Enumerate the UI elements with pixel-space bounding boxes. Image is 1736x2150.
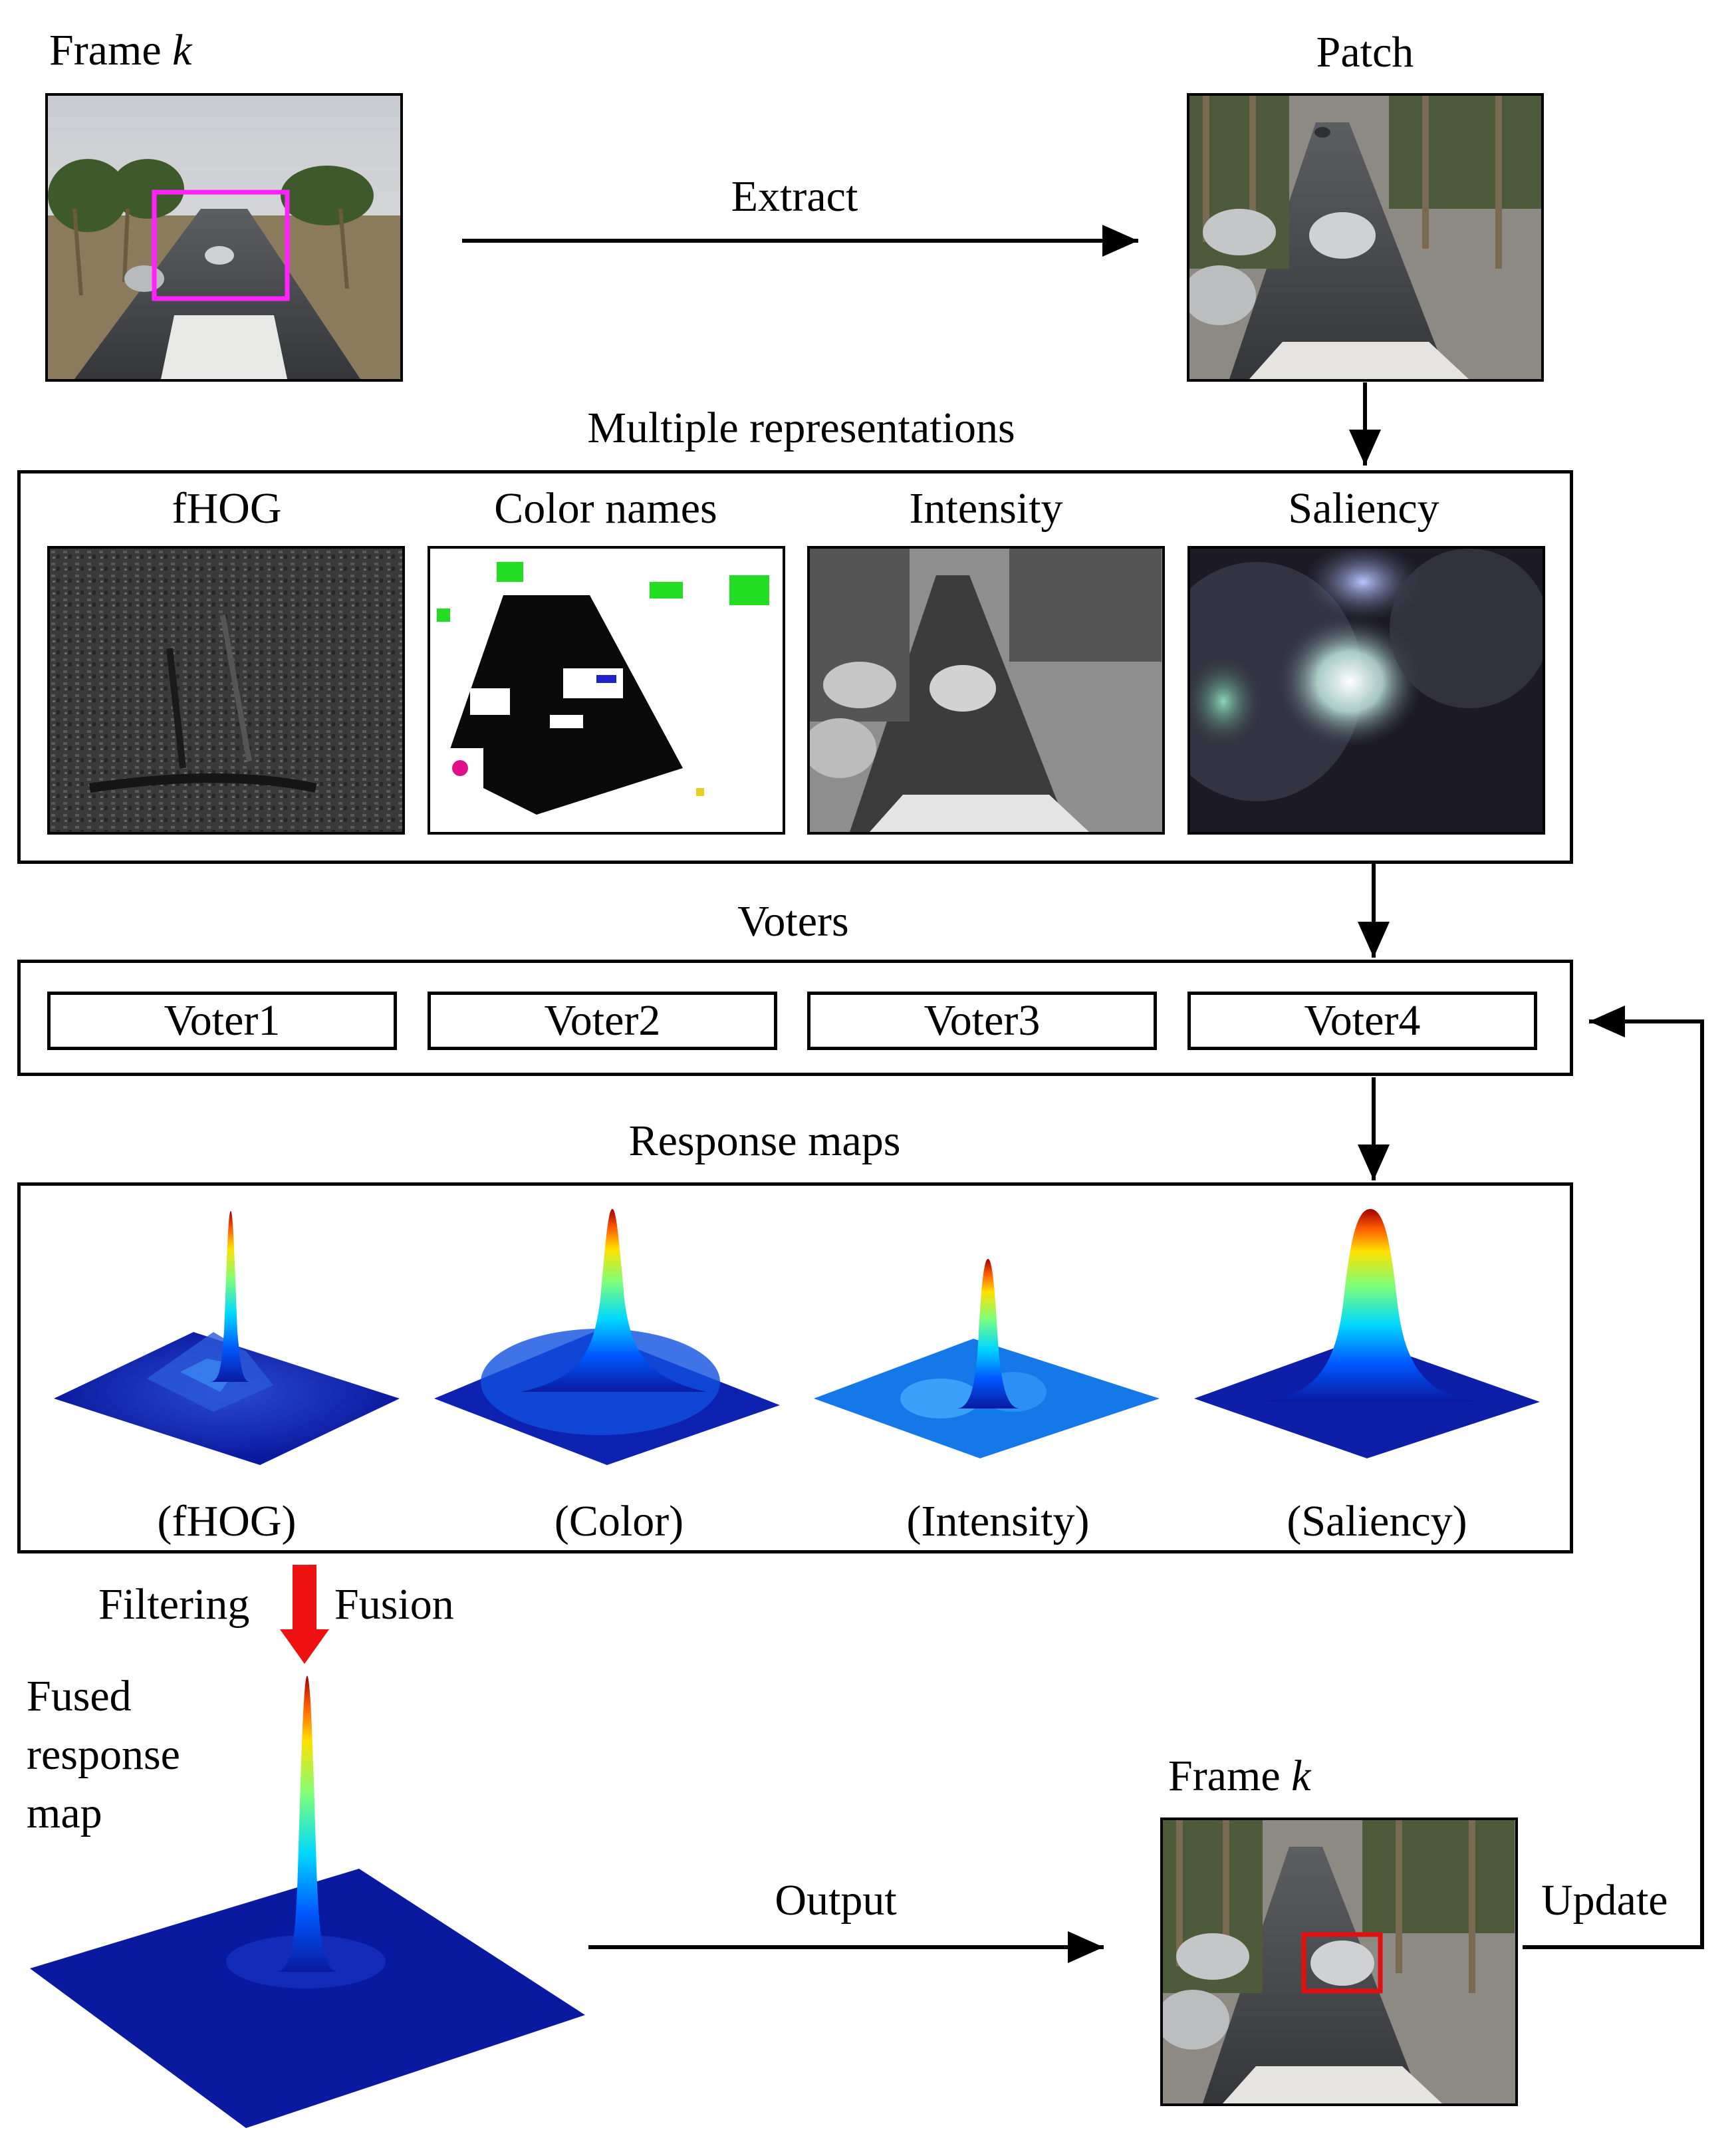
repr-label-saliency: Saliency	[1288, 484, 1439, 533]
voters-panel: Voter1 Voter2 Voter3 Voter4	[17, 960, 1573, 1076]
fusion-label: Fusion	[334, 1580, 454, 1629]
intensity-image	[807, 546, 1165, 835]
fusion-arrow	[280, 1565, 329, 1664]
repr-label-color-names: Color names	[494, 484, 717, 533]
response-caption-intensity: (Intensity)	[906, 1497, 1090, 1545]
voter3-box: Voter3	[807, 992, 1157, 1050]
voters-label: Voters	[737, 897, 849, 946]
response-caption-saliency: (Saliency)	[1287, 1497, 1467, 1545]
fused-label-line3: map	[27, 1789, 102, 1837]
frame-bottom-label: Frame k	[1168, 1754, 1310, 1798]
voter1-box: Voter1	[47, 992, 397, 1050]
representations-panel: fHOG Color names Intensity Saliency	[17, 470, 1573, 864]
update-feedback-line	[1523, 1006, 1704, 1949]
fused-response-map	[30, 1676, 585, 2128]
fhog-image	[47, 546, 405, 835]
extract-label: Extract	[731, 172, 858, 221]
output-label: Output	[775, 1876, 897, 1925]
color-names-image	[428, 546, 785, 835]
response-map-intensity	[814, 1259, 1160, 1458]
multiple-repr-label: Multiple representations	[587, 404, 1015, 452]
voter4-box: Voter4	[1187, 992, 1537, 1050]
selection-box	[152, 190, 290, 301]
fused-label-line1: Fused	[27, 1672, 132, 1720]
fused-label-line2: response	[27, 1730, 180, 1779]
result-box	[1301, 1932, 1383, 1994]
frame-top-label: Frame k	[49, 29, 191, 72]
frame-bottom-image	[1160, 1817, 1518, 2106]
frame-top-label-text: Frame	[49, 26, 162, 74]
repr-label-intensity: Intensity	[909, 484, 1063, 533]
response-caption-fhog: (fHOG)	[157, 1497, 297, 1545]
voter2-box: Voter2	[428, 992, 777, 1050]
frame-bottom-label-text: Frame	[1168, 1752, 1281, 1800]
frame-bottom-label-var: k	[1291, 1752, 1311, 1800]
response-map-color	[434, 1209, 780, 1465]
response-maps-panel: (fHOG) (Color) (Intensity) (Saliency)	[17, 1182, 1573, 1553]
fused-label: Fused response map	[27, 1667, 180, 1843]
response-map-saliency	[1194, 1209, 1540, 1458]
response-map-fhog	[54, 1211, 400, 1465]
response-caption-color: (Color)	[554, 1497, 684, 1545]
patch-label: Patch	[1316, 28, 1414, 76]
patch-image	[1187, 93, 1544, 382]
saliency-image	[1187, 546, 1545, 835]
frame-top-label-var: k	[172, 26, 192, 74]
frame-top-image	[45, 93, 403, 382]
update-label: Update	[1541, 1876, 1668, 1925]
response-maps-label: Response maps	[628, 1117, 901, 1165]
filtering-label: Filtering	[98, 1580, 250, 1629]
repr-label-fhog: fHOG	[172, 484, 282, 533]
